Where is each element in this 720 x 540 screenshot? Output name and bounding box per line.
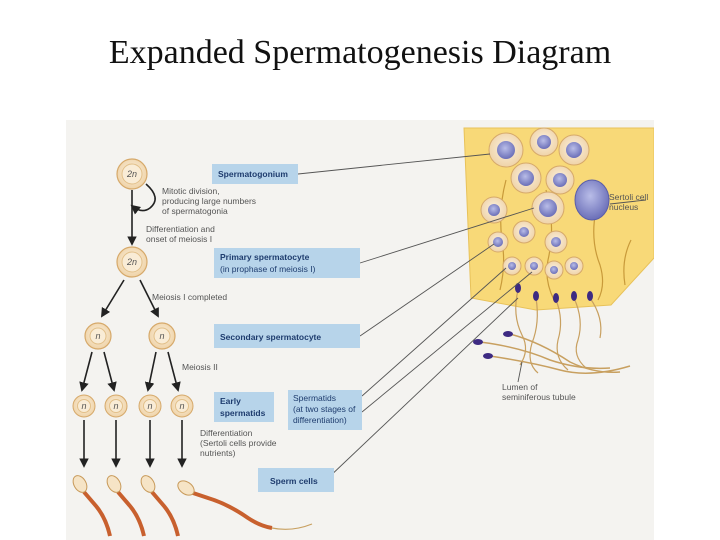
secondary-spermatocyte-cell-1: n [84,322,112,350]
ploidy-2n-2: 2n [126,257,137,267]
ploidy-n-6: n [179,401,184,411]
ploidy-n-4: n [113,401,118,411]
mitotic-note-2: producing large numbers [162,196,256,206]
tissue-sperm-group [515,289,602,374]
secondary-label: Secondary spermatocyte [220,332,321,342]
tissue-sperm-heads [515,283,593,303]
early-spermatid-cell-2: n [104,394,128,418]
mitotic-note-1: Mitotic division, [162,186,220,196]
sertoli-diff-note-1: Differentiation [200,428,253,438]
mitotic-loop-arrow [130,183,156,215]
tissue-cell-12 [524,256,544,276]
sperm-label: Sperm cells [270,476,318,486]
seminiferous-tissue [463,127,654,374]
sperm-1 [72,475,112,537]
spermatogonium-label: Spermatogonium [218,169,288,179]
sperm-cells-bottom [72,475,313,537]
ploidy-n-3: n [81,401,86,411]
arrow-m2-2 [103,351,117,392]
label-spermatids: Spermatids (at two stages of differentia… [288,390,362,430]
spermatogenesis-figure: 2n 2n n n n n n n [66,120,654,540]
lumen-note-1: Lumen of [502,382,538,392]
tissue-cell-3 [558,134,590,166]
primary-label: Primary spermatocyte [220,252,310,262]
tissue-cell-11 [502,256,522,276]
ploidy-2n-1: 2n [126,169,137,179]
tissue-cell-5 [545,165,575,195]
spermatids-note-1: Spermatids [293,393,336,403]
spermatids-note-2: (at two stages of [293,404,356,414]
tissue-cell-7 [480,196,508,224]
pointer-lines [297,153,647,481]
sertoli-nucleus-note-2: nucleus [609,202,638,212]
page-title: Expanded Spermatogenesis Diagram [108,34,612,71]
sertoli-diff-note-3: nutrients) [200,448,236,458]
sperm-3 [140,475,180,537]
spermatogonium-cell: 2n [116,158,148,190]
secondary-spermatocyte-cell-2: n [148,322,176,350]
sperm-2 [106,475,146,537]
label-sperm-cells: Sperm cells [258,468,334,492]
ploidy-n-5: n [147,401,152,411]
tissue-cell-6 [531,191,565,225]
meiosis2-note: Meiosis II [182,362,218,372]
tissue-cell-1 [488,132,524,168]
tissue-cell-2 [529,127,559,157]
label-secondary: Secondary spermatocyte [214,324,360,348]
sertoli-diff-note-2: (Sertoli cells provide [200,438,277,448]
differentiation-note-1: Differentiation and [146,224,215,234]
lumen-sperm [473,331,631,374]
differentiation-note-2: onset of meiosis I [146,234,212,244]
tissue-cell-9 [544,230,568,254]
lumen-note-2: seminiferous tubule [502,392,576,402]
primary-spermatocyte-cell: 2n [116,246,148,278]
sertoli-nucleus-note-1: Sertoli cell [609,192,648,202]
sertoli-nucleus-shape [574,179,610,221]
tissue-cell-10 [487,231,509,253]
primary-note: (in prophase of meiosis I) [220,264,316,274]
tissue-cell-8 [512,220,536,244]
tissue-cell-13 [544,260,564,280]
sperm-4 [177,480,313,530]
meiosis1-note: Meiosis I completed [152,292,227,302]
arrow-m2-3 [144,351,157,392]
early-label-2: spermatids [220,408,266,418]
arrow-m2-4 [167,351,181,392]
tissue-cell-14 [564,256,584,276]
ploidy-n-2: n [159,331,164,341]
label-spermatogonium: Spermatogonium [212,164,298,184]
early-spermatid-cell-3: n [138,394,162,418]
early-spermatid-cell-4: n [170,394,194,418]
arrow-to-secondary-left [100,279,125,318]
label-early-spermatids: Early spermatids [214,392,274,422]
early-spermatid-cell-1: n [72,394,96,418]
ploidy-n-1: n [95,331,100,341]
tissue-cell-4 [510,162,542,194]
spermatids-note-3: differentiation) [293,415,347,425]
diagram-svg: 2n 2n n n n n n n [72,127,654,537]
arrow-m2-1 [79,351,93,392]
arrow-to-secondary-right [139,279,159,318]
early-label-1: Early [220,396,241,406]
label-primary: Primary spermatocyte (in prophase of mei… [214,248,360,278]
mitotic-note-3: of spermatogonia [162,206,228,216]
